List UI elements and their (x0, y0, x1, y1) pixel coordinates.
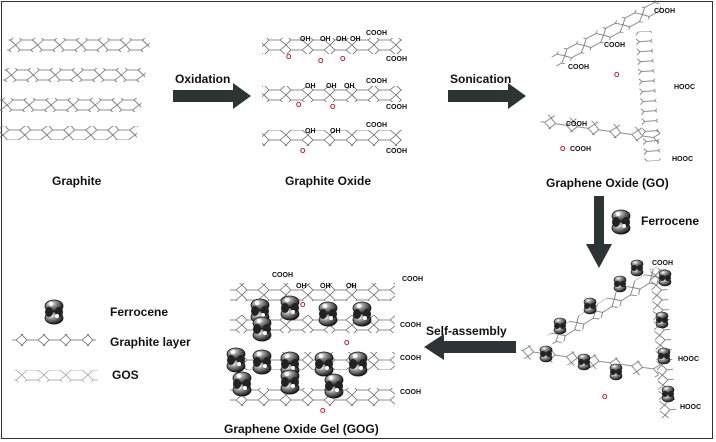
functional-group-hooc: HOOC (674, 84, 695, 91)
label-graphite: Graphite (52, 174, 102, 188)
label-ferrocene-step: Ferrocene (641, 214, 700, 228)
functional-group-oh: OH (305, 128, 316, 135)
functional-group-hooc: HOOC (680, 404, 701, 411)
functional-group-epoxy: O (614, 72, 620, 79)
functional-group-oh: OH (330, 128, 341, 135)
legend-graphite-layer-symbol (12, 334, 96, 346)
graphene-oxide-sheets (539, 0, 664, 162)
functional-group-hooc: HOOC (672, 156, 693, 163)
functional-group-cooh: COOH (566, 121, 587, 128)
self-assembly-arrow (424, 334, 516, 360)
functional-group-epoxy: O (602, 394, 608, 401)
functional-group-cooh: COOH (400, 389, 421, 396)
functional-group-oh: OH (320, 36, 331, 43)
graphite-oxide-stack (262, 38, 402, 146)
functional-group-cooh: COOH (386, 56, 407, 63)
functional-group-oh: OH (344, 83, 355, 90)
graphite-sheet (0, 98, 143, 112)
functional-group-cooh: COOH (366, 78, 387, 85)
functional-group-cooh: COOH (402, 276, 423, 283)
functional-group-epoxy: O (330, 104, 336, 111)
legend-gos-symbol (14, 370, 98, 382)
ferrocene-arrow (586, 196, 631, 268)
functional-group-cooh: COOH (604, 42, 625, 49)
functional-group-cooh: COOH (366, 30, 387, 37)
functional-group-oh: OH (296, 283, 307, 290)
label-sonication: Sonication (450, 72, 512, 86)
legend-graphite-layer-label: Graphite layer (110, 335, 191, 349)
functional-group-epoxy: O (300, 148, 306, 155)
functional-group-oh: OH (326, 83, 337, 90)
functional-group-oh: OH (346, 283, 357, 290)
legend-ferrocene-symbol (44, 299, 64, 325)
label-graphene-oxide: Graphene Oxide (GO) (546, 176, 669, 190)
ferrocene-decorated-sheets (519, 259, 677, 419)
functional-group-epoxy: O (560, 146, 566, 153)
functional-group-cooh: COOH (400, 322, 421, 329)
functional-group-cooh: COOH (386, 104, 407, 111)
functional-group-cooh: COOH (652, 260, 673, 267)
functional-group-cooh: COOH (272, 272, 293, 279)
label-graphite-oxide: Graphite Oxide (285, 174, 372, 188)
graphene-oxide-gel (226, 283, 395, 406)
functional-group-hooc: HOOC (678, 356, 699, 363)
legend-gos-label: GOS (112, 368, 139, 382)
functional-group-cooh: COOH (570, 146, 591, 153)
functional-group-epoxy: O (296, 102, 302, 109)
functional-group-oh: OH (300, 36, 311, 43)
label-self-assembly: Self-assembly (426, 324, 507, 338)
label-oxidation: Oxidation (175, 72, 231, 86)
graphite-sheet (0, 126, 139, 140)
graphite-sheet (6, 38, 151, 52)
functional-group-cooh: COOH (568, 64, 589, 71)
label-gog: Graphene Oxide Gel (GOG) (224, 422, 379, 436)
functional-group-cooh: COOH (654, 8, 675, 15)
functional-group-cooh: COOH (386, 148, 407, 155)
functional-group-epoxy: O (340, 56, 346, 63)
functional-group-oh: OH (305, 83, 316, 90)
graphite-stack (0, 38, 151, 140)
functional-group-oh: OH (350, 36, 361, 43)
functional-group-epoxy: O (318, 58, 324, 65)
functional-group-epoxy: O (344, 340, 350, 347)
legend-ferrocene-label: Ferrocene (110, 305, 169, 319)
functional-group-epoxy: O (300, 302, 306, 309)
functional-group-epoxy: O (286, 54, 292, 61)
functional-group-cooh: COOH (400, 355, 421, 362)
functional-group-oh: OH (336, 36, 347, 43)
oxidation-arrow (173, 83, 251, 109)
functional-group-epoxy: O (320, 408, 326, 415)
sonication-arrow (448, 83, 526, 109)
graphite-sheet (2, 68, 147, 82)
functional-group-oh: OH (320, 283, 331, 290)
functional-group-cooh: COOH (366, 122, 387, 129)
